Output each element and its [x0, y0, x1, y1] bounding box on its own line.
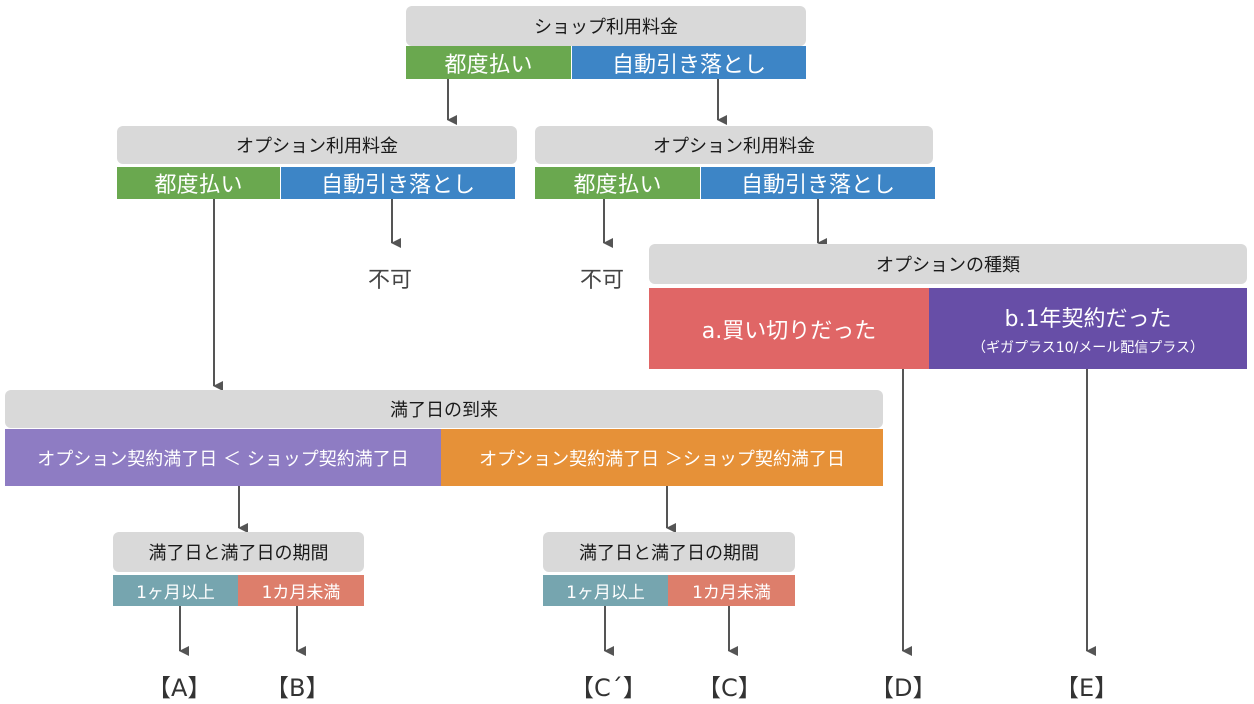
result-a: 【A】: [147, 674, 212, 702]
period-right-over-month: 1ヶ月以上: [543, 575, 668, 606]
option-fee-header-right: オプション利用料金: [535, 126, 933, 164]
option-fee-header-left: オプション利用料金: [117, 126, 517, 164]
option-b-sublabel: （ギガプラス10/メール配信プラス）: [972, 339, 1204, 356]
expiry-option-later: オプション契約満了日 ＞ショップ契約満了日: [441, 429, 883, 486]
shop-auto-debit: 自動引き落とし: [571, 46, 806, 79]
not-allowed-right: 不可: [580, 268, 625, 293]
option-left-auto-debit: 自動引き落とし: [280, 167, 515, 199]
option-left-per-use: 都度払い: [117, 167, 280, 199]
period-left-under-month: 1カ月未満: [238, 575, 364, 606]
result-e: 【E】: [1055, 674, 1119, 702]
expiry-header: 満了日の到来: [5, 390, 883, 428]
result-c: 【C】: [697, 674, 762, 702]
period-left-over-month: 1ヶ月以上: [113, 575, 238, 606]
result-d: 【D】: [870, 674, 937, 702]
result-b: 【B】: [265, 674, 330, 702]
period-header-right: 満了日と満了日の期間: [543, 532, 795, 572]
option-type-header: オプションの種類: [649, 244, 1247, 284]
expiry-option-earlier: オプション契約満了日 ＜ ショップ契約満了日: [5, 429, 441, 486]
option-b-annual: b.1年契約だった （ギガプラス10/メール配信プラス）: [929, 288, 1247, 369]
shop-fee-header: ショップ利用料金: [406, 6, 806, 46]
option-right-per-use: 都度払い: [535, 167, 700, 199]
not-allowed-left: 不可: [368, 268, 413, 293]
option-a-buyout: a.買い切りだった: [649, 288, 929, 369]
option-right-auto-debit: 自動引き落とし: [700, 167, 935, 199]
option-b-label: b.1年契約だった: [1004, 306, 1172, 332]
shop-per-use: 都度払い: [406, 46, 571, 79]
period-header-left: 満了日と満了日の期間: [113, 532, 364, 572]
period-right-under-month: 1カ月未満: [668, 575, 795, 606]
result-c-prime: 【C´】: [570, 674, 647, 702]
